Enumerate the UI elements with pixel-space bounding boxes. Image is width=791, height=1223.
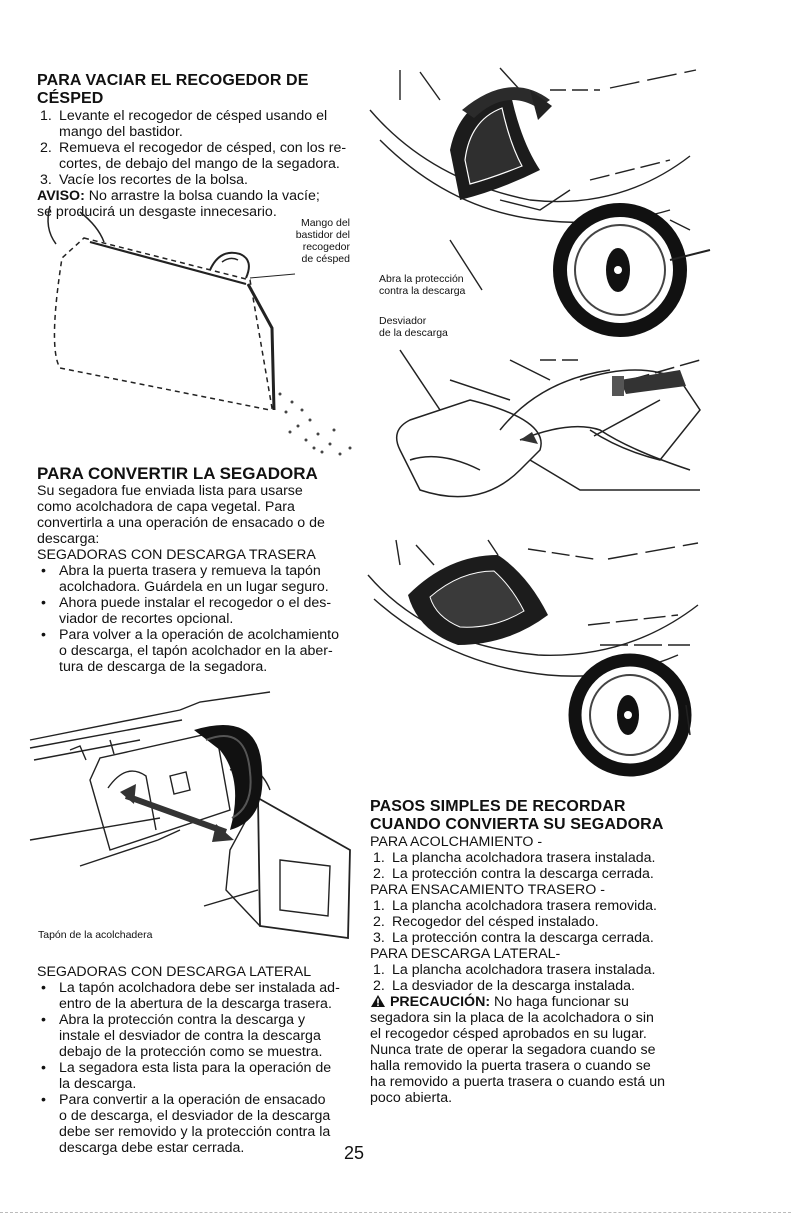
side-step-1: 1.La plancha acolchadora trasera instala…	[373, 962, 656, 978]
grass-bag-illustration	[47, 205, 352, 456]
convert-intro: Su segadora fue enviada lista para usars…	[37, 483, 325, 547]
bag-heading: PARA ENSACAMIENTO TRASERO -	[370, 882, 605, 898]
rear-discharge-heading: SEGADORAS CON DESCARGA TRASERA	[37, 547, 316, 563]
open-guard-label: Abra la protección contra la descarga	[379, 273, 466, 297]
bag-steps: 1.La plancha acolchadora trasera removid…	[370, 898, 705, 946]
notice-label: AVISO:	[37, 188, 85, 204]
empty-bag-section: PARA VACIAR EL RECOGEDOR DE CÉSPED 1. Le…	[37, 72, 367, 220]
bag-step-2: 2.Recogedor del césped instalado.	[373, 914, 599, 930]
mulch-heading: PARA ACOLCHAMIENTO -	[370, 834, 543, 850]
mulch-steps: 1.La plancha acolchadora trasera instala…	[370, 850, 705, 882]
side-discharge-heading: SEGADORAS CON DESCARGA LATERAL	[37, 964, 312, 980]
mulch-plug-label: Tapón de la acolchadera	[38, 929, 153, 941]
caution-block: PRECAUCIÓN: No haga funcionar su segador…	[370, 994, 665, 1106]
caution-label: PRECAUCIÓN:	[389, 994, 491, 1010]
empty-step-3: 3. Vacíe los recortes de la bolsa.	[40, 172, 249, 188]
rear-bullet-3: Para volver a la operación de acolchamie…	[37, 627, 367, 675]
bag-step-3: 3.La protección contra la descarga cerra…	[373, 930, 654, 946]
side-step-2: 2.La desviador de la descarga instalada.	[373, 978, 635, 994]
convert-section: PARA CONVERTIR LA SEGADORA Su segadora f…	[37, 464, 367, 675]
rear-discharge-bullets: Abra la puerta trasera y remueva la tapó…	[37, 563, 367, 675]
mulch-plug-illustration	[29, 691, 351, 940]
side-steps: 1.La plancha acolchadora trasera instala…	[370, 962, 705, 994]
side-discharge-section: SEGADORAS CON DESCARGA LATERAL La tapón …	[37, 964, 367, 1156]
mulch-step-1: 1.La plancha acolchadora trasera instala…	[373, 850, 656, 866]
side-heading: PARA DESCARGA LATERAL-	[370, 946, 561, 962]
page-number: 25	[344, 1143, 365, 1163]
empty-step-1: 1. Levante el recogedor de césped usando…	[40, 108, 328, 140]
bag-handle-label: Mango del bastidor del recogedor de césp…	[295, 217, 350, 265]
side-bullet-3: La segadora esta lista para la operación…	[37, 1060, 367, 1092]
mower-discharge-closed-illustration	[367, 539, 699, 777]
empty-bag-title: PARA VACIAR EL RECOGEDOR DE CÉSPED	[37, 72, 309, 107]
side-discharge-bullets: La tapón acolchadora debe ser instalada …	[37, 980, 367, 1156]
empty-step-2: 2. Remueva el recogedor de césped, con l…	[40, 140, 347, 172]
side-bullet-1: La tapón acolchadora debe ser instalada …	[37, 980, 367, 1012]
discharge-deflector-illustration	[395, 349, 701, 498]
simple-steps-section: PASOS SIMPLES DE RECORDAR CUANDO CONVIER…	[370, 798, 705, 1106]
side-bullet-2: Abra la protección contra la descarga y …	[37, 1012, 367, 1060]
rear-bullet-2: Ahora puede instalar el recogedor o el d…	[37, 595, 367, 627]
mulch-step-2: 2.La protección contra la descarga cerra…	[373, 866, 654, 882]
mower-discharge-open-illustration	[369, 67, 711, 337]
empty-bag-steps: 1. Levante el recogedor de césped usando…	[37, 108, 367, 188]
bottom-rule	[0, 1212, 791, 1213]
convert-title: PARA CONVERTIR LA SEGADORA	[37, 464, 318, 483]
bag-step-1: 1.La plancha acolchadora trasera removid…	[373, 898, 657, 914]
deflector-label: Desviador de la descarga	[379, 315, 448, 339]
side-bullet-4: Para convertir a la operación de ensacad…	[37, 1092, 367, 1156]
simple-steps-title: PASOS SIMPLES DE RECORDAR CUANDO CONVIER…	[370, 798, 664, 833]
warning-triangle-icon	[371, 995, 385, 1007]
notice: AVISO: No arrastre la bolsa cuando la va…	[37, 188, 320, 220]
rear-bullet-1: Abra la puerta trasera y remueva la tapó…	[37, 563, 367, 595]
